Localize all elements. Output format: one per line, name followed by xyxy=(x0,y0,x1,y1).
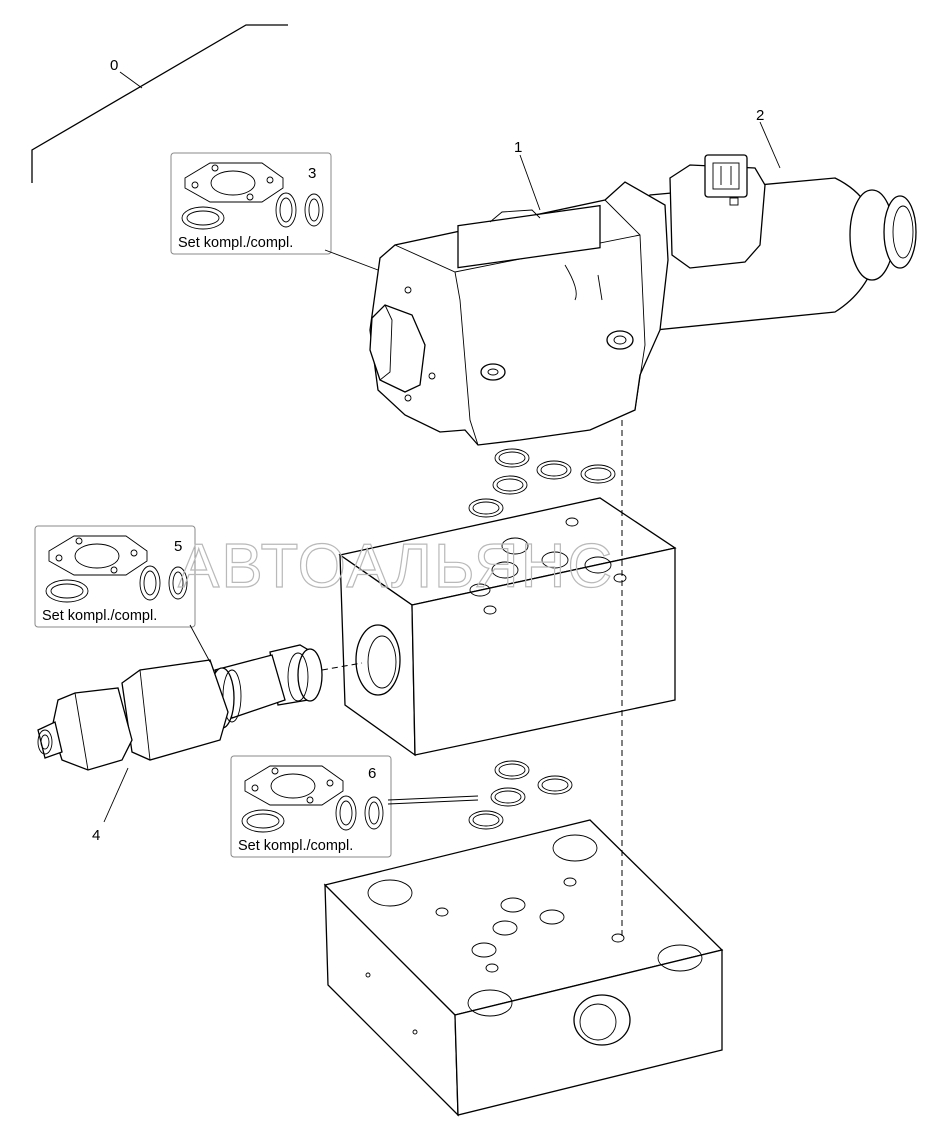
leader-6a xyxy=(387,795,479,801)
cartridge-valve xyxy=(37,644,323,771)
kit-5-label: Set kompl./compl. xyxy=(42,608,157,624)
valve-body xyxy=(369,181,669,446)
callout-0[interactable]: 0 xyxy=(110,57,118,74)
lower-orings xyxy=(468,760,573,830)
callout-4[interactable]: 4 xyxy=(92,827,100,844)
leader-5 xyxy=(189,624,211,663)
leader-2 xyxy=(759,121,781,169)
leader-1 xyxy=(519,154,541,211)
callout-1[interactable]: 1 xyxy=(514,139,522,156)
callout-2[interactable]: 2 xyxy=(756,107,764,124)
seal-kit-6: Set kompl./compl. xyxy=(230,755,479,858)
callout-3[interactable]: 3 xyxy=(308,165,316,182)
alignment-lines xyxy=(321,420,623,940)
kit-6-label: Set kompl./compl. xyxy=(238,838,353,854)
leader-3 xyxy=(324,249,379,271)
leader-6b xyxy=(387,799,479,805)
watermark: АВТОАЛЬЯНС xyxy=(178,532,614,601)
sandwich-plate xyxy=(338,497,677,757)
assembly-bracket xyxy=(31,24,288,183)
leader-4 xyxy=(103,767,129,823)
base-plate xyxy=(323,819,724,1117)
seal-kit-5: Set kompl./compl. xyxy=(34,525,211,663)
seal-kit-3: Set kompl./compl. xyxy=(170,152,379,271)
callout-5[interactable]: 5 xyxy=(174,538,182,555)
solenoid-coil xyxy=(639,154,917,331)
upper-orings xyxy=(468,448,616,518)
callout-6[interactable]: 6 xyxy=(368,765,376,782)
kit-3-label: Set kompl./compl. xyxy=(178,235,293,251)
